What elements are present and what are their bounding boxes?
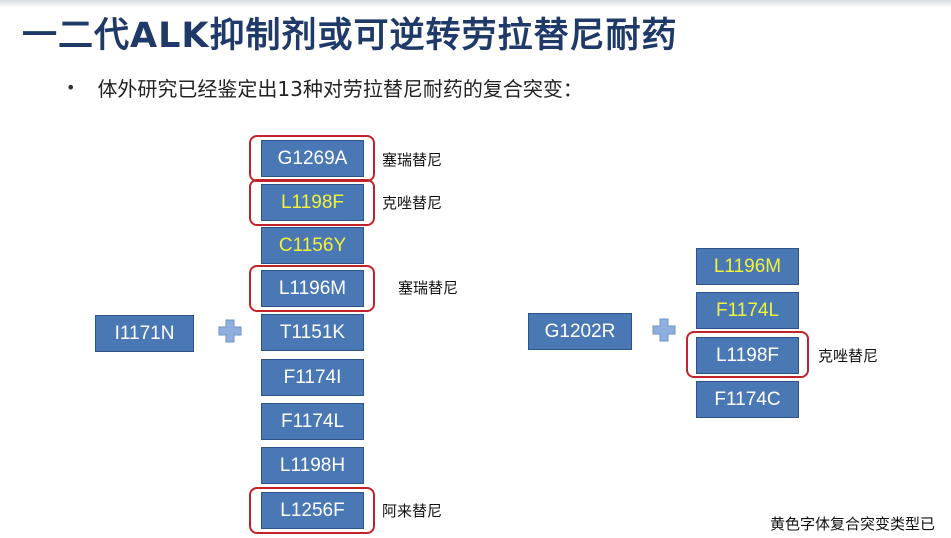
highlight-ring	[249, 179, 375, 226]
left-mutation-box: F1174I	[261, 359, 364, 396]
footnote: 黄色字体复合突变类型已	[770, 515, 936, 533]
highlight-ring	[249, 135, 375, 182]
left-mutation-box: T1151K	[261, 314, 364, 351]
left-mutation-box: F1174L	[261, 403, 364, 440]
left-mutation-box: L1196M	[261, 270, 364, 307]
drug-label: 克唑替尼	[382, 194, 443, 212]
left-mutation-box: L1198H	[261, 447, 364, 484]
bullet-text: 体外研究已经鉴定出13种对劳拉替尼耐药的复合突变：	[97, 76, 583, 101]
drug-label: 阿来替尼	[382, 502, 443, 520]
drug-label: 克唑替尼	[818, 347, 879, 365]
left-mutation-box: G1269A	[261, 140, 364, 177]
slide-title: 一二代ALK抑制剂或可逆转劳拉替尼耐药	[22, 16, 678, 56]
bullet-dot-icon: •	[66, 77, 76, 97]
right-mutation-box: F1174L	[696, 292, 799, 329]
drug-label: 塞瑞替尼	[382, 151, 443, 169]
left-mutation-box: C1156Y	[261, 227, 364, 264]
drug-label: 塞瑞替尼	[398, 279, 459, 297]
left-mutation-box: L1256F	[261, 492, 364, 529]
right-mutation-box: L1198F	[696, 337, 799, 374]
plus-icon	[218, 319, 242, 343]
right-mutation-box: L1196M	[696, 248, 799, 285]
primary-mutation-right: G1202R	[528, 313, 632, 350]
header-stripe	[0, 0, 951, 8]
left-mutation-box: L1198F	[261, 184, 364, 221]
plus-icon	[652, 318, 676, 342]
highlight-ring	[249, 265, 375, 312]
bullet-point: • 体外研究已经鉴定出13种对劳拉替尼耐药的复合突变：	[66, 70, 886, 104]
highlight-ring	[249, 487, 375, 534]
primary-mutation-left: I1171N	[95, 315, 194, 352]
right-mutation-box: F1174C	[696, 381, 799, 418]
highlight-ring	[686, 331, 809, 378]
